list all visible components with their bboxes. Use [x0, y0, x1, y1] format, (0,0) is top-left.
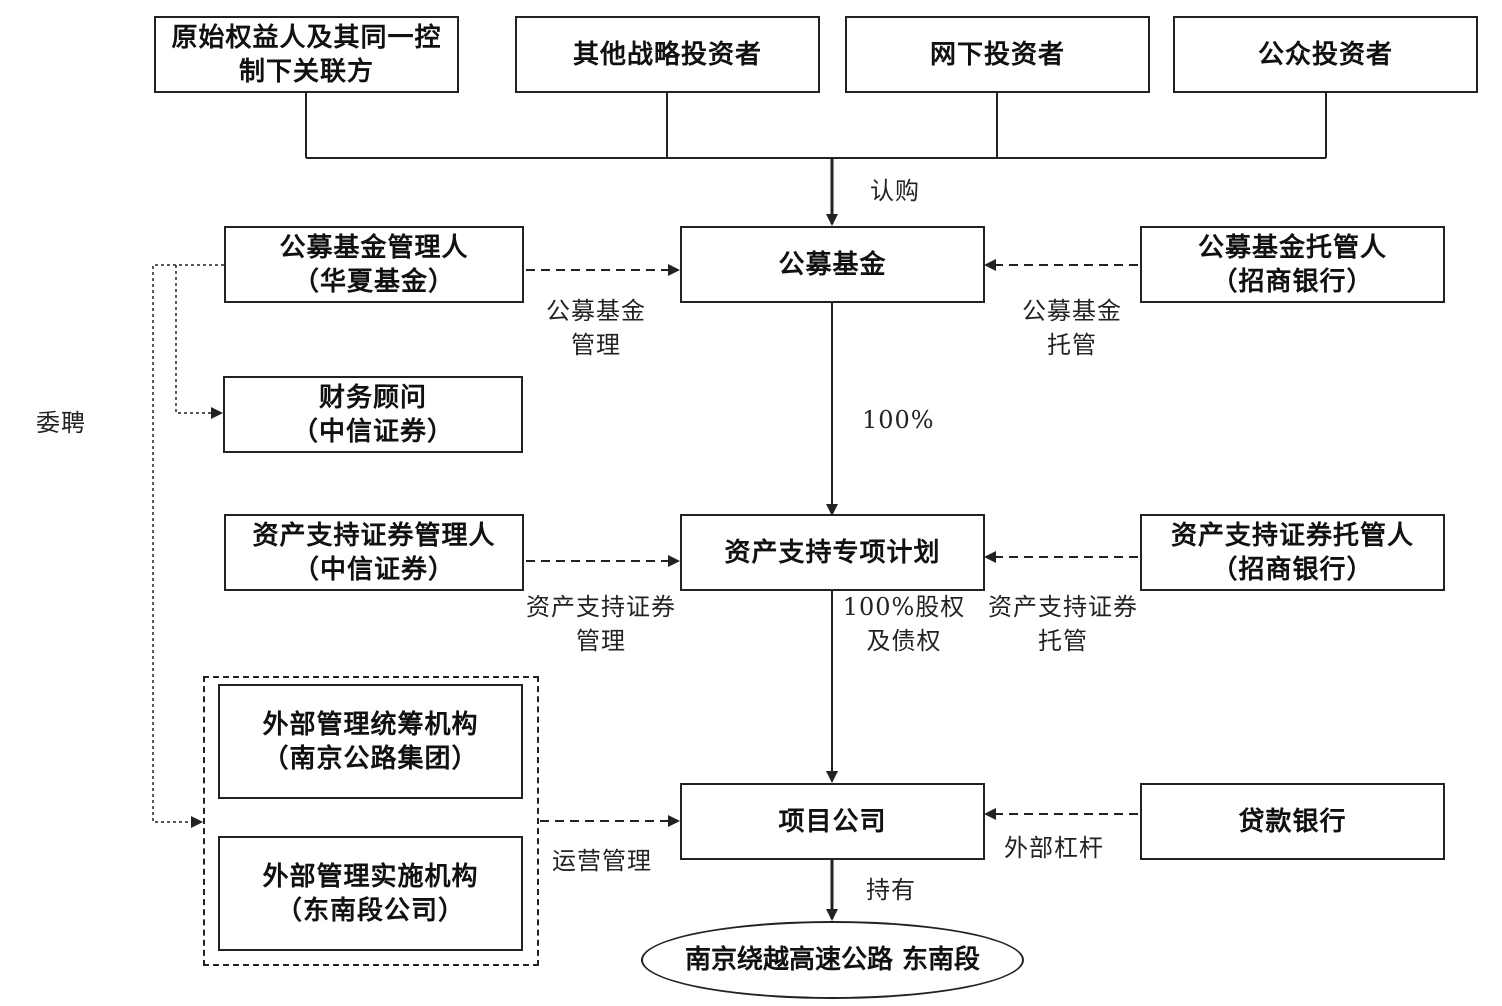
abs-custody-line-1: 资产支持证券	[988, 593, 1138, 621]
investor-original-box: 原始权益人及其同一控 制下关联方	[154, 16, 459, 93]
appoint-line-advisor	[175, 265, 223, 419]
abs-plan-box: 资产支持专项计划	[680, 514, 985, 591]
external-coord-box: 外部管理统筹机构 （南京公路集团）	[218, 684, 523, 799]
abs-manager-line-1: 资产支持证券管理人	[252, 520, 496, 551]
appoint-label: 委聘	[36, 409, 86, 437]
investor-original-line-2: 制下关联方	[238, 56, 374, 87]
asset-ellipse: 南京绕越高速公路 东南段	[641, 921, 1024, 999]
financial-advisor-box: 财务顾问 （中信证券）	[223, 376, 523, 453]
fund-label: 公募基金	[778, 249, 887, 280]
leverage-label: 外部杠杆	[1004, 834, 1104, 862]
abs-custodian-box: 资产支持证券托管人 （招商银行）	[1140, 514, 1445, 591]
asset-line-1: 南京绕越高速公路	[684, 945, 893, 975]
abs-mgmt-line-2: 管理	[576, 627, 626, 655]
equity-debt-label: 100%股权 及债权	[842, 590, 966, 658]
fund-manager-line-2: （华夏基金）	[292, 266, 455, 297]
equity-debt-line-1: 100%股权	[842, 593, 966, 621]
fund-custody-line-2: 托管	[1047, 331, 1097, 359]
fund-manager-line-1: 公募基金管理人	[279, 232, 469, 263]
fund-box: 公募基金	[680, 226, 985, 303]
project-company-box: 项目公司	[680, 783, 985, 860]
appoint-line-outer	[152, 264, 224, 828]
subscribe-label: 认购	[870, 177, 920, 205]
loan-bank-box: 贷款银行	[1140, 783, 1445, 860]
fund-custody-label: 公募基金 托管	[1016, 294, 1128, 362]
fund-custodian-line-1: 公募基金托管人	[1197, 232, 1387, 263]
financial-advisor-line-1: 财务顾问	[318, 382, 427, 413]
investor-public-box: 公众投资者	[1173, 16, 1478, 93]
abs-manager-line-2: （中信证券）	[292, 554, 455, 585]
abs-custody-label: 资产支持证券 托管	[978, 590, 1148, 658]
investor-original-line-1: 原始权益人及其同一控	[171, 22, 442, 53]
fund-custodian-box: 公募基金托管人 （招商银行）	[1140, 226, 1445, 303]
abs-mgmt-line-1: 资产支持证券	[526, 593, 676, 621]
investor-offline-box: 网下投资者	[845, 16, 1150, 93]
fund-mgmt-label: 公募基金 管理	[540, 294, 652, 362]
project-company-label: 项目公司	[778, 806, 887, 837]
fund-custodian-line-2: （招商银行）	[1211, 266, 1374, 297]
investor-strategic-label: 其他战略投资者	[572, 39, 762, 70]
ops-mgmt-label: 运营管理	[552, 847, 652, 875]
abs-manager-box: 资产支持证券管理人 （中信证券）	[224, 514, 524, 591]
investor-offline-label: 网下投资者	[929, 39, 1065, 70]
investor-public-label: 公众投资者	[1257, 39, 1393, 70]
investor-strategic-box: 其他战略投资者	[515, 16, 820, 93]
abs-plan-label: 资产支持专项计划	[724, 537, 941, 568]
fund-mgmt-line-1: 公募基金	[546, 297, 646, 325]
abs-custodian-line-1: 资产支持证券托管人	[1170, 520, 1414, 551]
fund-custody-line-1: 公募基金	[1022, 297, 1122, 325]
external-coord-line-2: （南京公路集团）	[262, 743, 479, 774]
external-manager-group	[203, 676, 539, 966]
equity-debt-line-2: 及债权	[866, 627, 942, 655]
abs-custody-line-2: 托管	[1038, 627, 1088, 655]
hold-label: 持有	[866, 876, 916, 904]
abs-custodian-line-2: （招商银行）	[1211, 554, 1374, 585]
external-exec-line-1: 外部管理实施机构	[262, 861, 479, 892]
hundred-pct-label: 100%	[862, 406, 935, 434]
abs-mgmt-label: 资产支持证券 管理	[516, 590, 686, 658]
fund-manager-box: 公募基金管理人 （华夏基金）	[224, 226, 524, 303]
loan-bank-label: 贷款银行	[1238, 806, 1347, 837]
financial-advisor-line-2: （中信证券）	[291, 416, 454, 447]
asset-line-2: 东南段	[902, 945, 981, 975]
external-exec-line-2: （东南段公司）	[275, 895, 465, 926]
external-exec-box: 外部管理实施机构 （东南段公司）	[218, 836, 523, 951]
external-coord-line-1: 外部管理统筹机构	[262, 709, 479, 740]
fund-mgmt-line-2: 管理	[571, 331, 621, 359]
